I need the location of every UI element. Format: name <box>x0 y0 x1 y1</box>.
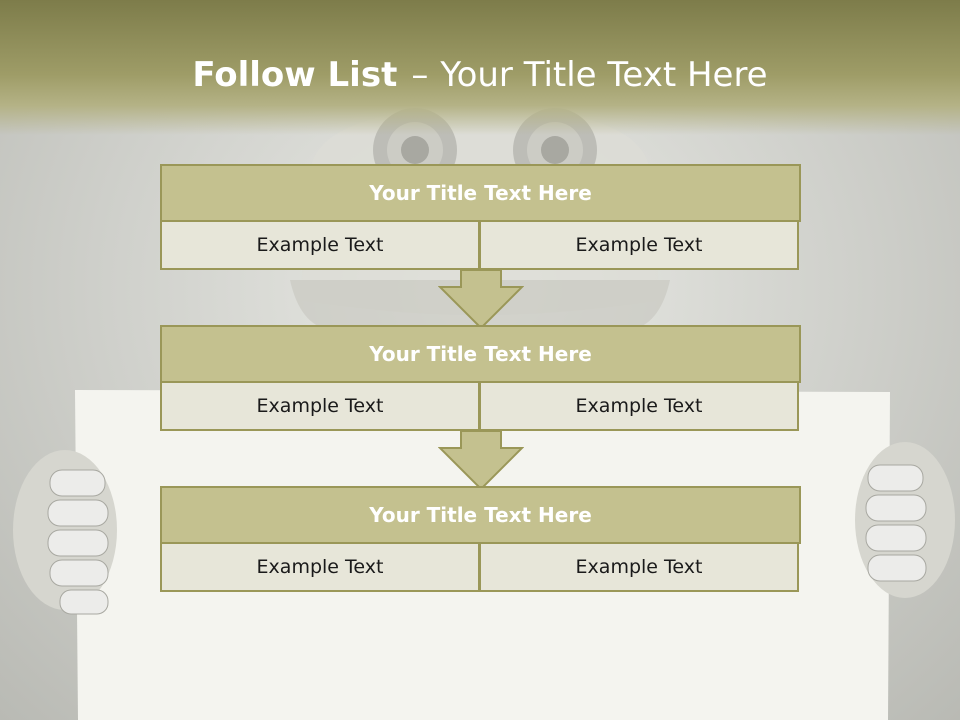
list-block-3: Your Title Text Here Example Text Exampl… <box>160 486 801 592</box>
block-cell-right: Example Text <box>479 220 799 270</box>
block-cell-right: Example Text <box>479 381 799 431</box>
down-arrow-icon <box>438 431 524 491</box>
slide-title-bold: Follow List <box>192 55 398 95</box>
block-cell-right: Example Text <box>479 542 799 592</box>
robot-hand-left-icon <box>13 450 117 615</box>
list-block-1: Your Title Text Here Example Text Exampl… <box>160 164 801 270</box>
block-title: Your Title Text Here <box>160 325 801 383</box>
robot-hand-right-icon <box>855 442 955 598</box>
block-cell-left: Example Text <box>160 542 480 592</box>
slide-title-text: Your Title Text Here <box>440 55 768 95</box>
slide-title-separator: – <box>411 55 429 95</box>
slide-title: Follow List–Your Title Text Here <box>0 52 960 98</box>
block-cell-left: Example Text <box>160 220 480 270</box>
block-cell-left: Example Text <box>160 381 480 431</box>
header-band <box>0 0 960 135</box>
down-arrow-icon <box>438 270 524 330</box>
block-title: Your Title Text Here <box>160 164 801 222</box>
list-block-2: Your Title Text Here Example Text Exampl… <box>160 325 801 431</box>
block-title: Your Title Text Here <box>160 486 801 544</box>
